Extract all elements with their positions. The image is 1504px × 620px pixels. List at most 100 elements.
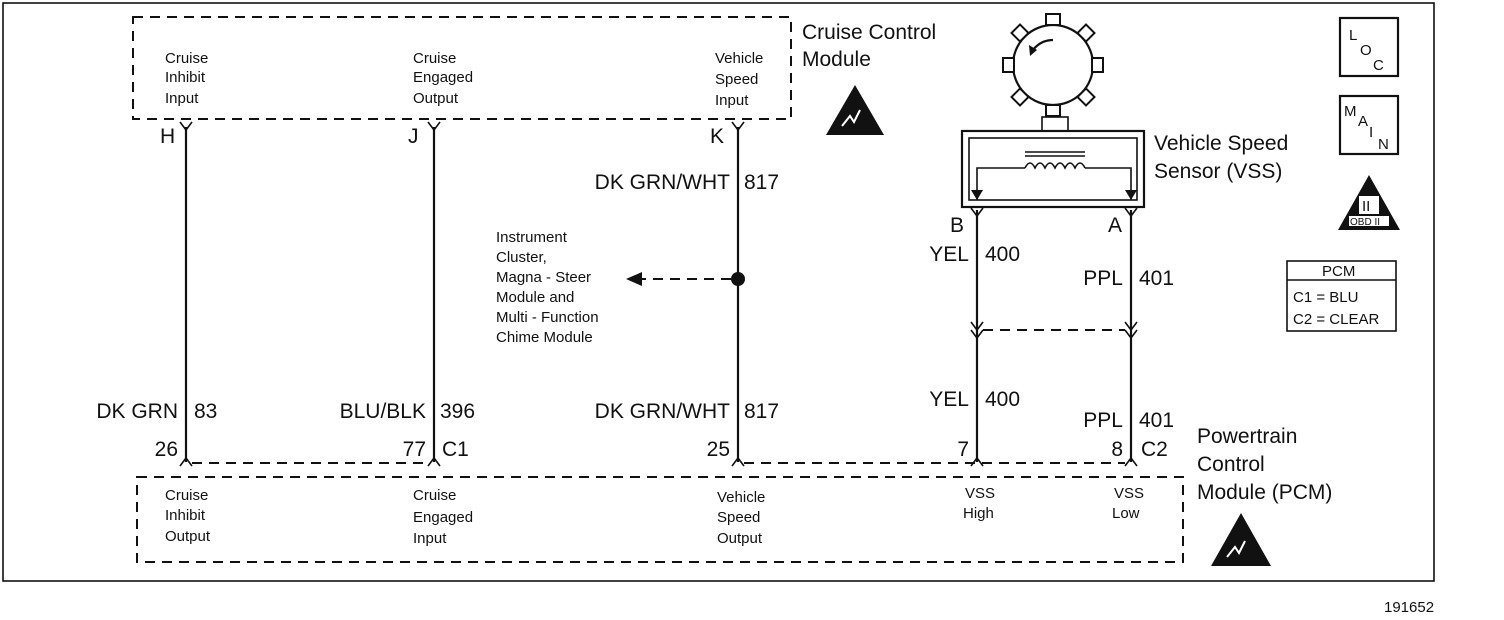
- svg-text:A: A: [1358, 113, 1368, 130]
- svg-text:Cruise: Cruise: [413, 50, 456, 67]
- svg-text:Input: Input: [715, 92, 749, 109]
- wire-num-bottom-engaged: 396: [440, 400, 475, 423]
- splice-dot: [731, 272, 745, 286]
- pin-77: 77: [403, 438, 426, 461]
- svg-text:N: N: [1378, 136, 1389, 153]
- vss-gear-icon: [1002, 13, 1104, 117]
- svg-text:Inhibit: Inhibit: [165, 507, 206, 524]
- svg-text:Speed: Speed: [717, 509, 760, 526]
- svg-text:Engaged: Engaged: [413, 509, 473, 526]
- pin-k: K: [710, 125, 724, 148]
- splice-note: Instrument Cluster, Magna - Steer Module…: [496, 229, 599, 346]
- pin-h: H: [160, 125, 175, 148]
- svg-text:Output: Output: [717, 530, 763, 547]
- svg-text:I: I: [1369, 124, 1373, 141]
- wire-num-bottom-speed: 817: [744, 400, 779, 423]
- svg-text:Chime Module: Chime Module: [496, 329, 593, 346]
- svg-text:Cluster,: Cluster,: [496, 249, 547, 266]
- pcm-box: [136, 476, 1184, 563]
- wire-label-bottom-vss-high: YEL: [929, 388, 969, 411]
- svg-text:VSS: VSS: [1114, 485, 1144, 502]
- svg-text:Engaged: Engaged: [413, 69, 473, 86]
- wire-num-top-k: 817: [744, 171, 779, 194]
- pin-26: 26: [155, 438, 178, 461]
- svg-text:OBD II: OBD II: [1350, 217, 1380, 228]
- svg-text:Multi - Function: Multi - Function: [496, 309, 599, 326]
- pin-a: A: [1108, 214, 1122, 237]
- svg-text:Magna - Steer: Magna - Steer: [496, 269, 591, 286]
- vss-title-line2: Sensor (VSS): [1154, 160, 1282, 183]
- pcm-title-line2: Control: [1197, 453, 1265, 476]
- pcm-input-engaged: Cruise Engaged Input: [413, 487, 473, 547]
- connector-marks-bottom: [179, 456, 1138, 467]
- svg-text:Cruise: Cruise: [413, 487, 456, 504]
- wire-num-bottom-vss-low: 401: [1139, 409, 1174, 432]
- svg-text:Inhibit: Inhibit: [165, 69, 206, 86]
- svg-text:Input: Input: [165, 90, 199, 107]
- splice-arrow-icon: [626, 272, 642, 286]
- connector-marks-top: [179, 121, 1138, 218]
- wire-label-bottom-inhibit: DK GRN: [96, 400, 178, 423]
- wire-num-bottom-vss-high: 400: [985, 388, 1020, 411]
- svg-text:High: High: [963, 505, 994, 522]
- wire-label-bottom-vss-low: PPL: [1083, 409, 1123, 432]
- svg-text:PCM: PCM: [1322, 263, 1355, 280]
- connector-c2: C2: [1141, 438, 1168, 461]
- wire-label-top-b: YEL: [929, 243, 969, 266]
- wire-num-top-a: 401: [1139, 267, 1174, 290]
- vss-body: [960, 116, 1146, 209]
- svg-text:O: O: [1360, 42, 1372, 59]
- svg-text:Module and: Module and: [496, 289, 574, 306]
- svg-text:Cruise: Cruise: [165, 50, 208, 67]
- svg-text:Low: Low: [1112, 505, 1140, 522]
- pcm-title-line1: Powertrain: [1197, 425, 1297, 448]
- pcm-title-line3: Module (PCM): [1197, 481, 1332, 504]
- wire-label-bottom-speed: DK GRN/WHT: [595, 400, 730, 423]
- pcm-input-inhibit: Cruise Inhibit Output: [165, 487, 211, 545]
- svg-text:Speed: Speed: [715, 71, 758, 88]
- svg-text:Output: Output: [165, 528, 211, 545]
- wire-num-bottom-inhibit: 83: [194, 400, 217, 423]
- svg-text:M: M: [1344, 103, 1357, 120]
- wire-label-top-a: PPL: [1083, 267, 1123, 290]
- inline-connector-vss: [970, 321, 1138, 340]
- esd-warning-icon-pcm: [1211, 513, 1271, 566]
- svg-text:Input: Input: [413, 530, 447, 547]
- pcm-input-speed: Vehicle Speed Output: [717, 489, 765, 547]
- pin-j: J: [408, 125, 419, 148]
- wire-label-bottom-engaged: BLU/BLK: [340, 400, 426, 423]
- cruise-module-title-line1: Cruise Control: [802, 21, 936, 44]
- connector-c1: C1: [442, 438, 469, 461]
- obd-ii-icon: II OBD II: [1338, 175, 1400, 230]
- pcm-input-vss-high: VSS High: [963, 485, 995, 522]
- cruise-input-speed: Vehicle Speed Input: [715, 50, 763, 109]
- svg-text:C1 = BLU: C1 = BLU: [1293, 289, 1358, 306]
- pin-8: 8: [1111, 438, 1123, 461]
- cruise-input-engaged: Cruise Engaged Output: [413, 50, 473, 107]
- pin-7: 7: [957, 438, 969, 461]
- vss-title-line1: Vehicle Speed: [1154, 132, 1288, 155]
- wire-num-top-b: 400: [985, 243, 1020, 266]
- svg-text:C2 = CLEAR: C2 = CLEAR: [1293, 311, 1379, 328]
- svg-text:Instrument: Instrument: [496, 229, 568, 246]
- pcm-input-vss-low: VSS Low: [1112, 485, 1144, 522]
- main-symbol: M A I N: [1338, 94, 1400, 156]
- pin-b: B: [950, 214, 964, 237]
- figure-number: 191652: [1384, 599, 1434, 616]
- svg-text:II: II: [1362, 198, 1370, 215]
- outer-frame: [2, 2, 1435, 582]
- svg-text:C: C: [1373, 57, 1384, 74]
- svg-text:Output: Output: [413, 90, 459, 107]
- cruise-input-inhibit: Cruise Inhibit Input: [165, 50, 208, 107]
- svg-text:L: L: [1349, 27, 1357, 44]
- cruise-module-box: [132, 16, 792, 120]
- svg-text:VSS: VSS: [965, 485, 995, 502]
- svg-text:Vehicle: Vehicle: [717, 489, 765, 506]
- svg-text:Cruise: Cruise: [165, 487, 208, 504]
- pcm-connector-legend: PCM C1 = BLU C2 = CLEAR: [1286, 260, 1397, 332]
- wire-label-top-k: DK GRN/WHT: [595, 171, 730, 194]
- svg-text:Vehicle: Vehicle: [715, 50, 763, 67]
- cruise-module-title-line2: Module: [802, 48, 871, 71]
- esd-warning-icon: [826, 85, 884, 135]
